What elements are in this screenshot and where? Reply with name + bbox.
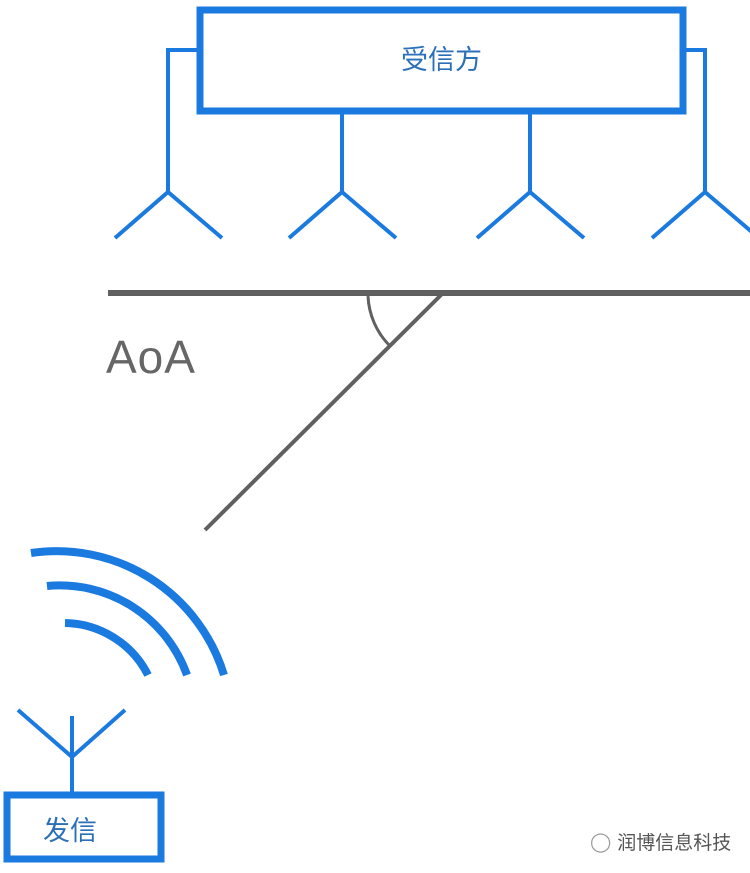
antenna-icon	[475, 189, 586, 240]
transmitter-antenna-icon	[16, 708, 127, 793]
aoa-label: AoA	[106, 331, 196, 383]
antenna-icon	[650, 189, 750, 240]
wechat-icon: ◯	[590, 830, 612, 853]
receiver-wire-left	[166, 48, 200, 192]
receiver-box	[196, 6, 687, 115]
receiver-wire-right	[683, 48, 707, 192]
angle-arc	[366, 295, 392, 348]
transmitter-box	[3, 791, 165, 863]
signal-waves-icon	[30, 547, 228, 677]
watermark: ◯ 润博信息科技	[590, 828, 731, 855]
antenna-icon	[113, 189, 224, 240]
transmitter-label: 发信	[43, 816, 97, 847]
antenna-icon	[287, 189, 398, 240]
receiver-label: 受信方	[401, 45, 482, 76]
signal-direction-line	[203, 291, 445, 532]
watermark-text: 润博信息科技	[617, 832, 732, 854]
